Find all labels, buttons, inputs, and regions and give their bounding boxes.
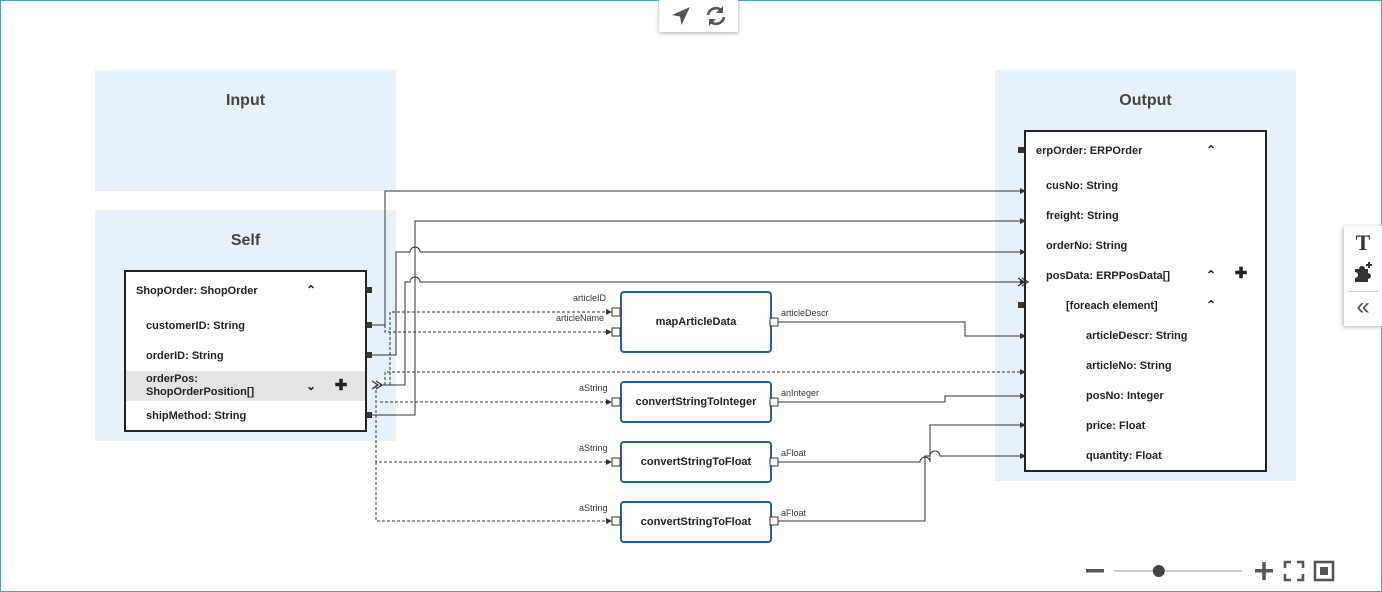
zoom-slider[interactable] xyxy=(1112,560,1244,582)
field-label: shipMethod: String xyxy=(146,410,247,422)
output-field-posno[interactable]: posNo: Integer xyxy=(1026,382,1265,412)
zoom-slider-thumb[interactable] xyxy=(1152,565,1165,577)
port-label-aninteger: anInteger xyxy=(781,388,820,398)
field-label: freight: String xyxy=(1046,210,1119,222)
self-box-header: ShopOrder: ShopOrder ⌃ xyxy=(126,277,365,307)
port-label-astring: aString xyxy=(579,383,608,393)
connection-convertstringtofloat-price xyxy=(778,424,1020,463)
field-label: orderID: String xyxy=(146,350,224,362)
self-shoporder-box[interactable]: ShopOrder: ShopOrder ⌃ customerID: Strin… xyxy=(124,270,367,432)
output-field-orderno[interactable]: orderNo: String xyxy=(1026,232,1265,262)
fit-to-screen-icon[interactable] xyxy=(1283,560,1305,582)
field-label: cusNo: String xyxy=(1046,180,1119,192)
toolbar-divider xyxy=(1348,291,1378,292)
field-label: price: Float xyxy=(1086,420,1146,432)
puzzle-add-icon[interactable] xyxy=(1350,261,1376,285)
field-label-line2: ShopOrderPosition[] xyxy=(146,386,255,398)
function-node-convertStringToInteger[interactable]: convertStringToInteger xyxy=(620,381,772,423)
field-label: articleNo: String xyxy=(1086,360,1172,372)
function-name: convertStringToInteger xyxy=(635,396,757,408)
port-label-astring: aString xyxy=(579,503,608,513)
chevron-up-icon[interactable]: ⌃ xyxy=(1205,298,1217,312)
connection-convertstringtointeger-posno xyxy=(778,395,1020,403)
field-label: customerID: String xyxy=(146,320,246,332)
connection-orderpos-articleno xyxy=(384,371,1020,385)
port-label-articleid: articleID xyxy=(573,293,607,303)
port-label-articledescr: articleDescr xyxy=(781,308,829,318)
output-field-posdata[interactable]: posData: ERPPosData[] ⌃ ✚ xyxy=(1026,262,1265,292)
collapse-icon[interactable]: « xyxy=(1356,293,1370,320)
output-panel-title: Output xyxy=(1119,92,1172,109)
field-label: posData: ERPPosData[] xyxy=(1046,270,1171,282)
self-field-customerid[interactable]: customerID: String xyxy=(126,312,365,342)
output-field-articleno[interactable]: articleNo: String xyxy=(1026,352,1265,382)
input-panel: Input xyxy=(95,70,396,191)
output-field-cusno[interactable]: cusNo: String xyxy=(1026,172,1265,202)
actual-size-icon[interactable] xyxy=(1313,560,1335,582)
add-icon[interactable]: ✚ xyxy=(334,377,348,394)
output-field-foreach[interactable]: [foreach element] ⌃ xyxy=(1026,292,1265,322)
function-node-convertStringToFloat[interactable]: convertStringToFloat xyxy=(620,441,772,483)
connection-orderpos-posdata xyxy=(380,276,1020,386)
field-label: orderNo: String xyxy=(1046,240,1128,252)
output-field-freight[interactable]: freight: String xyxy=(1026,202,1265,232)
self-panel-title: Self xyxy=(230,232,261,249)
output-erporder-box[interactable]: erpOrder: ERPOrder ⌃ cusNo: String freig… xyxy=(1024,130,1267,472)
output-field-articledescr[interactable]: articleDescr: String xyxy=(1026,322,1265,352)
chevron-up-icon[interactable]: ⌃ xyxy=(1205,268,1217,282)
port-label-articlename: articleName xyxy=(556,313,605,323)
field-label: quantity: Float xyxy=(1086,450,1162,462)
chevron-down-icon[interactable]: ⌄ xyxy=(305,379,317,393)
output-box-header: erpOrder: ERPOrder ⌃ xyxy=(1026,137,1265,167)
port-label-afloat: aFloat xyxy=(781,508,807,518)
field-label: [foreach element] xyxy=(1066,300,1158,312)
field-label: posNo: Integer xyxy=(1086,390,1164,402)
connection-customerid-cusno xyxy=(372,190,1020,326)
port-label-astring: aString xyxy=(579,443,608,453)
connection-orderpos-articleid xyxy=(380,311,608,386)
function-name: mapArticleData xyxy=(655,316,737,328)
input-panel-title: Input xyxy=(225,92,266,109)
zoom-out-icon[interactable] xyxy=(1084,560,1106,582)
field-label-line1: orderPos: xyxy=(146,373,198,385)
function-name: convertStringToFloat xyxy=(640,516,752,528)
add-icon[interactable]: ✚ xyxy=(1234,265,1248,282)
top-toolbar xyxy=(659,0,738,32)
navigation-arrow-icon[interactable] xyxy=(668,4,694,28)
field-label: articleDescr: String xyxy=(1086,330,1188,342)
self-field-orderpos[interactable]: orderPos:ShopOrderPosition[] ⌄ ✚ xyxy=(126,371,365,401)
connection-mapArticleData-articledescr xyxy=(778,321,1020,337)
connection-orderid-orderno xyxy=(372,246,1020,356)
connection-convertstringtofloat-quantity xyxy=(778,450,1020,522)
output-field-quantity[interactable]: quantity: Float xyxy=(1026,442,1265,472)
right-toolbar: T « xyxy=(1344,226,1382,326)
connection-articlename xyxy=(384,325,608,333)
output-field-price[interactable]: price: Float xyxy=(1026,412,1265,442)
zoom-in-icon[interactable] xyxy=(1253,560,1275,582)
chevron-up-icon[interactable]: ⌃ xyxy=(305,283,317,297)
self-field-shipmethod[interactable]: shipMethod: String xyxy=(126,402,365,432)
self-box-title: ShopOrder: ShopOrder xyxy=(136,285,258,297)
port-label-afloat: aFloat xyxy=(781,448,807,458)
text-tool-icon[interactable]: T xyxy=(1355,230,1371,255)
connection-shipmethod-freight xyxy=(372,220,1020,416)
chevron-up-icon[interactable]: ⌃ xyxy=(1205,143,1217,157)
self-field-orderid[interactable]: orderID: String xyxy=(126,342,365,372)
refresh-icon[interactable] xyxy=(703,4,729,28)
field-label: orderPos:ShopOrderPosition[] xyxy=(146,373,254,399)
output-box-title: erpOrder: ERPOrder xyxy=(1036,145,1143,157)
function-name: convertStringToFloat xyxy=(640,456,752,468)
